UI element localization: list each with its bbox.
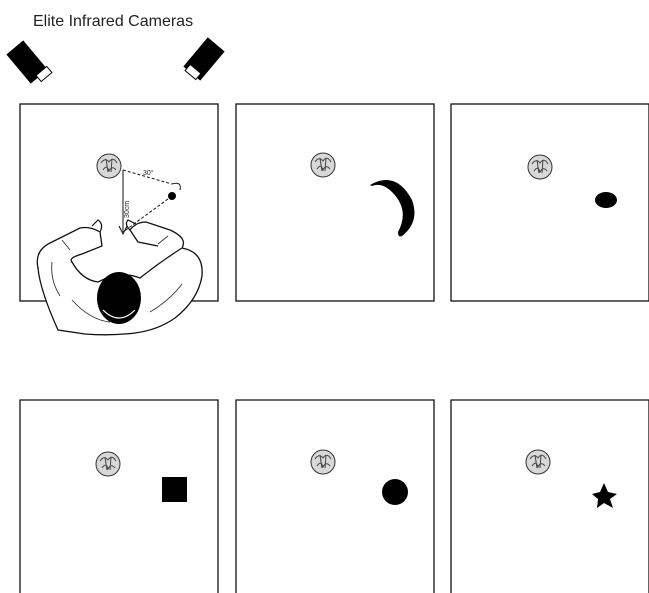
subject-head [97,272,141,324]
distance-label: 30cm [124,201,131,218]
panel-4 [20,400,218,593]
start-ball-icon [526,450,550,474]
infrared-camera-right-icon [183,37,224,80]
start-ball-icon [311,153,335,177]
angle-label: 30° [143,169,154,177]
target-square [162,477,187,502]
start-ball-icon [528,155,552,179]
cameras-title: Elite Infrared Cameras [33,13,193,30]
start-ball-icon [97,154,121,178]
panel-3 [451,104,649,301]
target-circle [382,479,408,505]
infrared-camera-left-icon [6,40,52,83]
start-ball-icon [96,452,120,476]
panel-6 [451,400,649,593]
target-ellipse [595,192,617,208]
target-dot [168,192,176,200]
start-ball-icon [311,450,335,474]
